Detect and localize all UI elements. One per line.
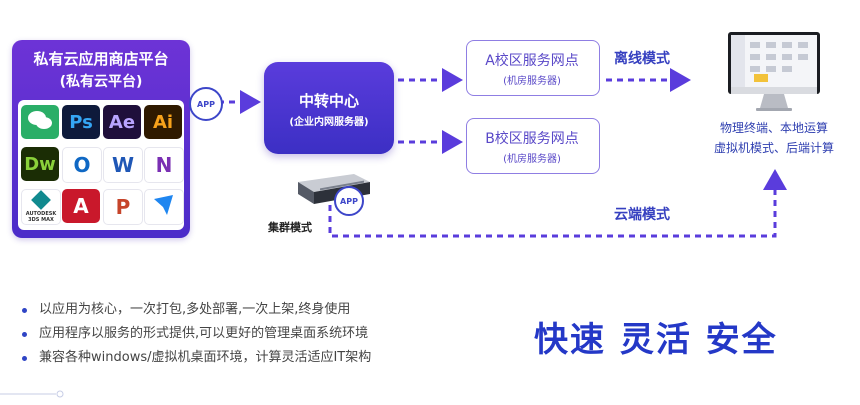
illustrator-icon[interactable]: Ai xyxy=(144,105,182,139)
campus-b-box xyxy=(466,118,600,174)
cloud-mode-label: 云端模式 xyxy=(614,207,670,223)
wechat-icon[interactable] xyxy=(21,105,59,139)
list-item: 应用程序以服务的形式提供,可以更好的管理桌面系统环境 xyxy=(22,322,371,346)
cluster-mode-label: 集群模式 xyxy=(268,221,312,234)
list-item: 以应用为核心，一次打包,多处部署,一次上架,终身使用 xyxy=(22,298,371,322)
dreamweaver-icon[interactable]: Dw xyxy=(21,147,59,181)
hub-subtitle: (企业内网服务器) xyxy=(289,117,369,128)
terminal-desc-line1: 物理终端、本地运算 xyxy=(719,121,828,135)
autocad-icon[interactable]: A xyxy=(62,189,100,223)
onenote-icon[interactable]: N xyxy=(144,147,184,183)
powerpoint-icon[interactable]: P xyxy=(103,189,143,225)
store-title: 私有云应用商店平台 xyxy=(33,50,169,68)
app-badge-cluster: APP xyxy=(334,186,364,216)
terminal-desc-line2: 虚拟机模式、后端计算 xyxy=(713,141,834,155)
campus-b-title: B校区服务网点 xyxy=(485,131,579,147)
campus-b-subtitle: (机房服务器) xyxy=(503,154,561,165)
offline-mode-label: 离线模式 xyxy=(614,51,670,67)
outlook-icon[interactable]: O xyxy=(62,147,102,183)
hub-box xyxy=(264,62,394,154)
list-item: 兼容各种windows/虚拟机桌面环境，计算灵活适应IT架构 xyxy=(22,346,371,370)
3ds-max-icon[interactable]: AUTODESK 3DS MAX xyxy=(21,189,61,225)
word-icon[interactable]: W xyxy=(103,147,143,183)
app-badge-store: APP xyxy=(189,87,223,121)
store-subtitle: (私有云平台) xyxy=(59,74,143,90)
feishu-icon[interactable] xyxy=(144,189,184,225)
desktop-monitor-icon xyxy=(728,32,820,111)
campus-a-box xyxy=(466,40,600,96)
decorative-line xyxy=(0,390,64,398)
hub-title: 中转中心 xyxy=(298,92,359,110)
slogan: 快速 灵活 安全 xyxy=(534,320,778,360)
app-badge-label: APP xyxy=(340,196,358,206)
arrow-cloud xyxy=(328,169,787,238)
after-effects-icon[interactable]: Ae xyxy=(103,105,141,139)
campus-a-title: A校区服务网点 xyxy=(485,53,579,69)
photoshop-icon[interactable]: Ps xyxy=(62,105,100,139)
app-badge-label: APP xyxy=(197,99,215,109)
feature-list: 以应用为核心，一次打包,多处部署,一次上架,终身使用 应用程序以服务的形式提供,… xyxy=(22,298,371,370)
campus-a-subtitle: (机房服务器) xyxy=(503,76,561,87)
